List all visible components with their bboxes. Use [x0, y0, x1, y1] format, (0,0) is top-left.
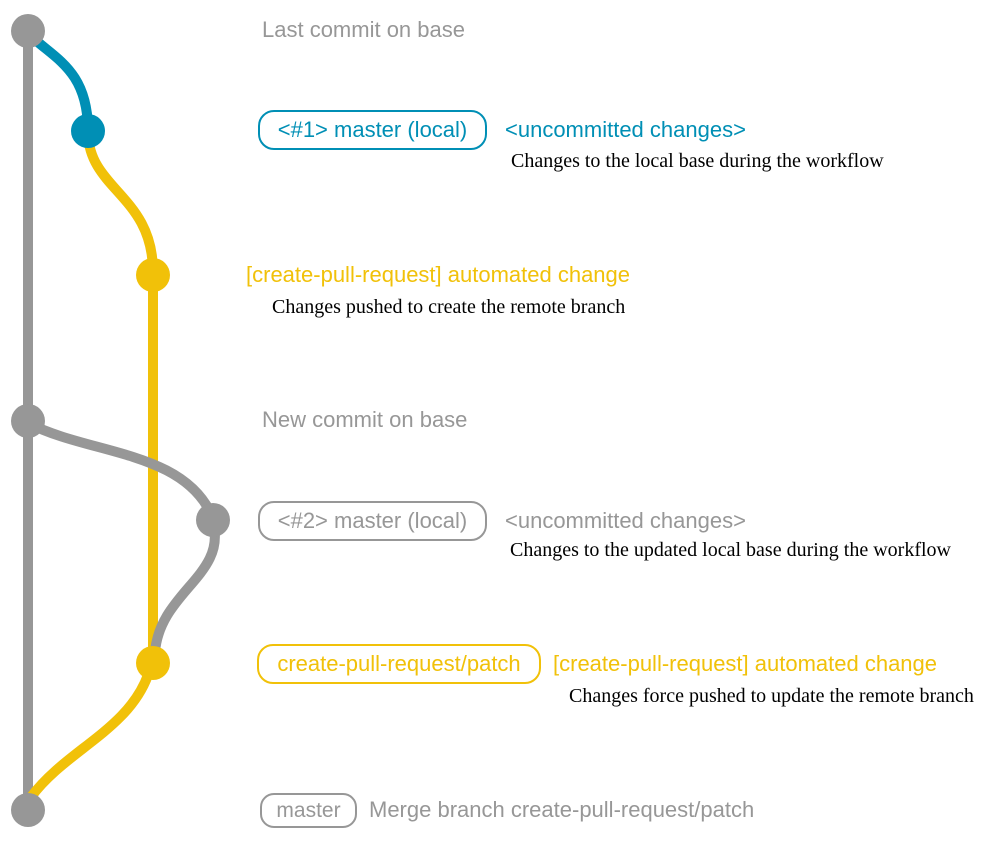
label-new-commit-on-base: New commit on base	[262, 407, 468, 432]
label-uncommitted-changes-1: <uncommitted changes>	[505, 117, 746, 142]
badge-master-local-2-text: <#2> master (local)	[277, 508, 468, 533]
badge-master-text: master	[276, 798, 341, 822]
local-master-branch-line	[23, 28, 93, 136]
badge-master-local-2: <#2> master (local)	[258, 501, 487, 541]
commit-node-new-commit-on-base	[11, 404, 45, 438]
caption-automated-change-2: Changes force pushed to update the remot…	[569, 685, 974, 707]
label-automated-change-2: [create-pull-request] automated change	[553, 651, 938, 676]
label-last-commit-on-base: Last commit on base	[262, 17, 465, 42]
commit-node-master-local-2	[196, 503, 230, 537]
rebased-local-branch-out-line	[23, 418, 218, 523]
label-uncommitted-changes-2: <uncommitted changes>	[505, 508, 746, 533]
commit-node-automated-change-1	[136, 258, 170, 292]
caption-automated-change-1: Changes pushed to create the remote bran…	[272, 296, 626, 318]
commit-node-automated-change-2	[136, 646, 170, 680]
patch-branch-out-line	[83, 129, 158, 277]
badge-master: master	[260, 793, 357, 828]
commit-node-last-commit-on-base	[11, 14, 45, 48]
caption-uncommitted-changes-1: Changes to the local base during the wor…	[511, 150, 884, 172]
rebased-local-merge-line	[150, 518, 220, 657]
caption-uncommitted-changes-2: Changes to the updated local base during…	[510, 539, 951, 561]
badge-master-local-1-text: <#1> master (local)	[277, 117, 468, 142]
badge-master-local-1: <#1> master (local)	[258, 110, 487, 150]
badge-create-pull-request-patch: create-pull-request/patch	[257, 644, 541, 684]
commit-node-master-local-1	[71, 114, 105, 148]
commit-node-merge-commit	[11, 793, 45, 827]
label-merge-branch: Merge branch create-pull-request/patch	[369, 797, 755, 822]
badge-create-pull-request-patch-text: create-pull-request/patch	[277, 651, 521, 676]
label-automated-change-1: [create-pull-request] automated change	[246, 262, 631, 287]
patch-merge-line	[26, 670, 153, 802]
